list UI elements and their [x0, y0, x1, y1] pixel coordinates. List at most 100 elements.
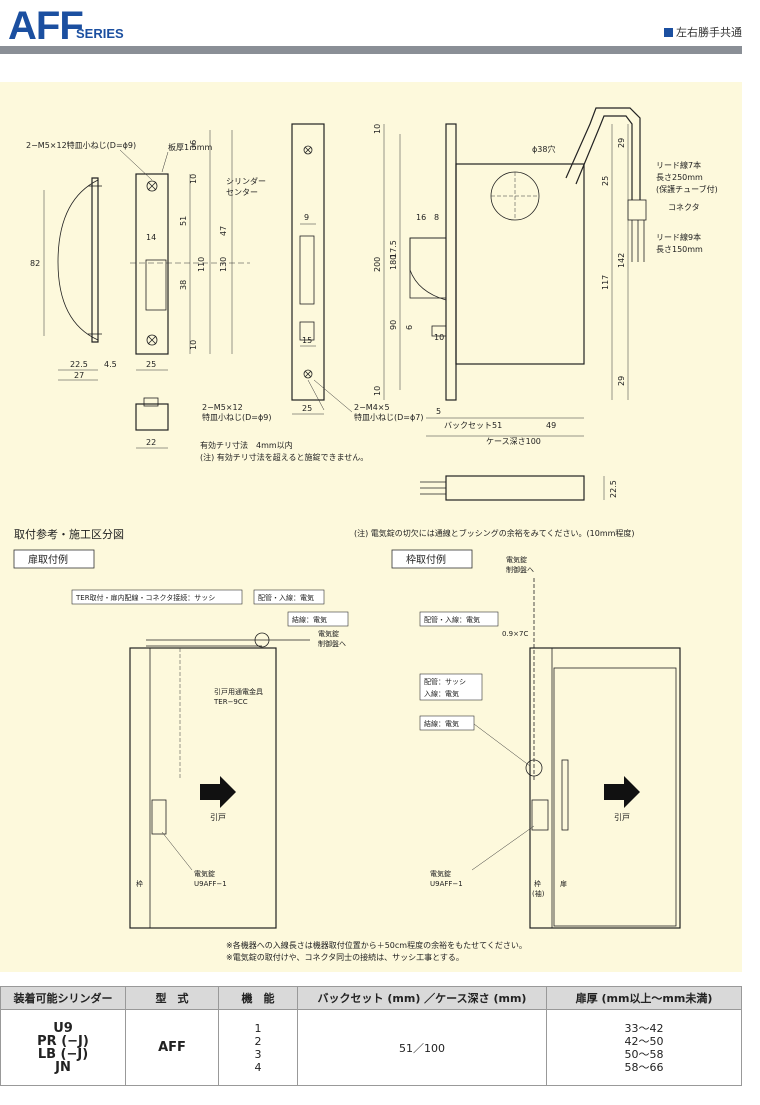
door-frame-label: 枠	[136, 879, 143, 888]
door-example: 扉取付例 TER取付・扉内配線・コネクタ接続：サッシ 配管・入線：電気 結線：電…	[13, 549, 349, 929]
dim-10-case-mid: 10	[434, 333, 444, 342]
dim-6: 6	[405, 325, 414, 330]
th-cylinder: 装着可能シリンダー	[0, 986, 126, 1010]
screw-top-label: 2−M5×12特皿小ねじ(D=ϕ9)	[26, 140, 136, 150]
screw-bot-1: 2−M5×12	[202, 403, 243, 412]
dim-22-5: 22.5	[70, 360, 88, 369]
function-item: 4	[254, 1060, 262, 1074]
cyl-center-2: センター	[226, 188, 258, 197]
dim-5: 5	[436, 407, 441, 416]
frame-pipe: 配管・入線：電気	[424, 615, 480, 624]
frame-door-label: 引戸	[614, 813, 630, 822]
door-ctrl-1: 電気錠	[318, 629, 339, 638]
cylinder-item: PR (−J)	[37, 1033, 89, 1049]
frame-lock-2: U9AFF−1	[430, 880, 463, 888]
foot-note-1: ※各機器への入線長さは機器取付位置から＋50cm程度の余裕をもたせてください。	[226, 940, 527, 950]
dim-82: 82	[30, 259, 40, 268]
dim-130: 130	[219, 257, 228, 272]
frame-code: 0.9×7C	[502, 630, 528, 638]
hole-label: ϕ38穴	[532, 144, 555, 154]
dim-110: 110	[197, 257, 206, 272]
eff-note-2: (注) 有効チリ寸法を超えると施錠できません。	[200, 452, 368, 462]
connector-label: コネクタ	[668, 203, 700, 212]
thickness-cell: 33〜42 42〜50 50〜58 58〜66	[546, 1009, 742, 1086]
foot-note-2: ※電気錠の取付けや、コネクタ同士の接続は、サッシ工事とする。	[226, 952, 464, 962]
dim-142: 142	[617, 253, 626, 268]
backset-label: バックセット51	[444, 421, 502, 430]
th-function: 機 能	[218, 986, 298, 1010]
cylinder-item: LB (−J)	[37, 1046, 89, 1062]
function-item: 2	[254, 1034, 262, 1048]
arrow-right-icon	[604, 776, 640, 808]
th-model: 型 式	[125, 986, 219, 1010]
dim-25-front: 25	[146, 360, 156, 369]
dim-22: 22	[146, 438, 156, 447]
function-cell: 1 2 3 4	[218, 1009, 298, 1086]
frame-door2: 扉	[560, 879, 567, 888]
door-fit-1: 引戸用通電金具	[214, 687, 263, 696]
door-lock-1: 電気錠	[194, 869, 215, 878]
plate-thickness-label: 板厚1.5mm	[168, 142, 213, 152]
hand-label: 左右勝手共通	[676, 26, 742, 39]
dim-10-case-top: 10	[373, 124, 382, 134]
dim-10-top: 10	[189, 174, 198, 184]
dim-180: 180	[389, 255, 398, 270]
lead7-3: (保護チューブ付)	[656, 184, 718, 194]
door-label: 引戸	[210, 813, 226, 822]
frame-wire: 結線：電気	[424, 719, 459, 728]
thickness-item: 50〜58	[624, 1047, 664, 1061]
model-cell: AFF	[125, 1009, 219, 1086]
dim-8: 8	[434, 213, 439, 222]
dim-27: 27	[74, 371, 84, 380]
eff-note-1: 有効チリ寸法 4mm以内	[200, 440, 293, 450]
arrow-right-icon	[200, 776, 236, 808]
dim-15: 15	[302, 336, 312, 345]
dim-51: 51	[179, 216, 188, 226]
function-item: 1	[254, 1021, 262, 1035]
drawing-panel	[0, 82, 742, 972]
spec-table: 装着可能シリンダー 型 式 機 能 バックセット (mm) ／ケース深さ (mm…	[0, 986, 742, 1086]
dim-90: 90	[389, 320, 398, 330]
lead9-2: 長さ150mm	[656, 245, 703, 254]
series-title: AFF	[8, 4, 84, 48]
dim-117: 117	[601, 275, 610, 290]
frame-example: 枠取付例 電気錠 制御盤へ 配管・入線：電気 0.9×7C 配管：サッシ 入線：…	[391, 549, 681, 929]
frame-tab: 枠取付例	[406, 553, 446, 566]
dim-17-5: 17.5	[389, 240, 398, 258]
thickness-item: 42〜50	[624, 1034, 664, 1048]
thickness-item: 58〜66	[624, 1060, 664, 1074]
dim-38: 38	[179, 280, 188, 290]
door-wire: 結線：電気	[292, 615, 327, 624]
thickness-item: 33〜42	[624, 1021, 664, 1035]
door-ctrl-2: 制御盤へ	[318, 639, 346, 648]
lead9-1: リード線9本	[656, 232, 701, 242]
dim-25-case: 25	[601, 176, 610, 186]
dim-200: 200	[373, 257, 382, 272]
frame-ctrl-2: 制御盤へ	[506, 565, 534, 574]
door-tab: 扉取付例	[28, 553, 68, 566]
dim-29-bot: 29	[617, 376, 626, 386]
frame-side-2: (袖)	[532, 889, 545, 898]
backset-cell: 51／100	[297, 1009, 547, 1086]
frame-lock-1: 電気錠	[430, 869, 451, 878]
hand-tag: 左右勝手共通	[664, 24, 742, 40]
lock-case-view: ϕ38穴 リード線7本 長さ250mm (保護チューブ付) コネクタ リード線9…	[373, 107, 718, 501]
dim-47: 47	[219, 226, 228, 236]
door-lock-2: U9AFF−1	[194, 880, 227, 888]
side-screw-1: 2−M4×5	[354, 403, 390, 412]
function-item: 3	[254, 1047, 262, 1061]
technical-drawing: 82 22.5 4.5 27 2−M5×12特皿小ねじ(D=ϕ9) 板厚1.5m…	[13, 107, 718, 962]
dim-29-top: 29	[617, 138, 626, 148]
cyl-center-1: シリンダー	[226, 176, 266, 186]
dim-10-bot: 10	[189, 340, 198, 350]
page-header: AFF SERIES 左右勝手共通	[0, 0, 760, 58]
square-bullet-icon	[664, 28, 673, 37]
handle-view: 82 22.5 4.5 27	[30, 177, 117, 381]
frame-pipe-sash: 配管：サッシ	[424, 677, 466, 686]
cylinder-item: U9	[53, 1020, 73, 1036]
dim-25-strike: 25	[302, 404, 312, 413]
door-pipe: 配管・入線：電気	[258, 593, 314, 602]
depth-label: ケース深さ100	[486, 437, 541, 446]
screw-bot-2: 特皿小ねじ(D=ϕ9)	[202, 412, 271, 422]
strike-view: 9 15 25 2−M4×5 特皿小ねじ(D=ϕ7)	[291, 123, 423, 422]
